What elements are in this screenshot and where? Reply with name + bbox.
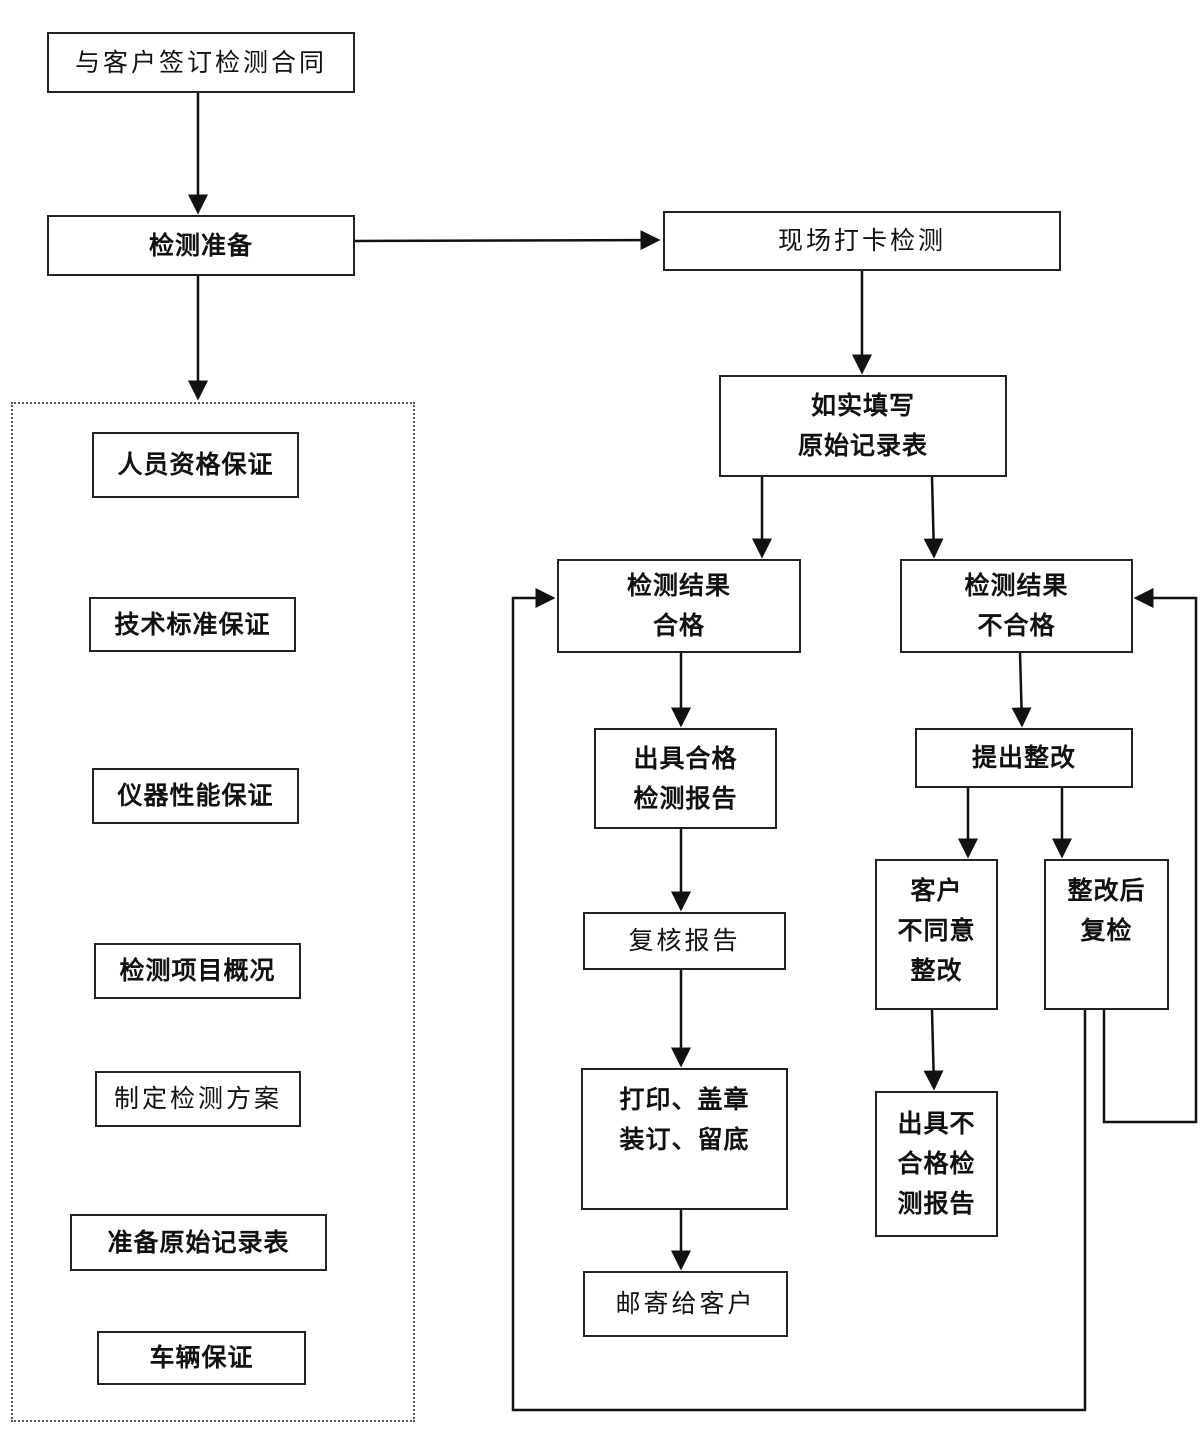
node-fail-line-1: 检测结果 — [964, 571, 1069, 600]
prep-item-plan: 制定检测方案 — [95, 1071, 301, 1127]
node-fail: 检测结果 不合格 — [900, 559, 1133, 653]
node-fail-report-line-2: 合格检 — [897, 1149, 976, 1178]
node-review-label: 复核报告 — [628, 926, 741, 955]
node-print-line-1: 打印、盖章 — [619, 1085, 750, 1114]
node-pass-line-1: 检测结果 — [626, 571, 731, 600]
prep-item-instruments: 仪器性能保证 — [92, 768, 299, 824]
node-record-line-1: 如实填写 — [810, 391, 915, 420]
prep-item-label: 检测项目概况 — [119, 956, 276, 985]
arrow-fail-to-rectify — [1011, 652, 1032, 728]
node-disagree-line-1: 客户 — [910, 876, 963, 905]
node-rectify-label: 提出整改 — [971, 743, 1076, 772]
node-onsite: 现场打卡检测 — [663, 211, 1061, 271]
node-onsite-label: 现场打卡检测 — [777, 226, 946, 255]
node-mail-label: 邮寄给客户 — [615, 1289, 756, 1318]
node-recheck-line-2: 复检 — [1080, 916, 1133, 945]
prep-item-label: 人员资格保证 — [117, 450, 274, 479]
arrow-recheck-to-pass — [511, 588, 1087, 1412]
prep-item-record-forms: 准备原始记录表 — [70, 1214, 327, 1271]
node-contract-label: 与客户签订检测合同 — [74, 47, 327, 77]
node-disagree-line-2: 不同意 — [897, 916, 976, 945]
node-record: 如实填写 原始记录表 — [719, 375, 1007, 477]
node-print-line-2: 装订、留底 — [619, 1125, 750, 1154]
node-prepare: 检测准备 — [47, 215, 355, 276]
node-disagree: 客户 不同意 整改 — [875, 859, 998, 1010]
prep-item-vehicles: 车辆保证 — [97, 1331, 306, 1385]
node-disagree-line-3: 整改 — [910, 956, 963, 985]
arrow-disagree-to-report — [923, 1009, 944, 1091]
preparation-group — [11, 402, 415, 1422]
node-pass-report-line-2: 检测报告 — [633, 783, 738, 813]
arrow-prepare-to-onsite — [354, 230, 661, 251]
prep-item-label: 仪器性能保证 — [117, 781, 274, 810]
node-prepare-label: 检测准备 — [148, 230, 253, 260]
prep-item-personnel: 人员资格保证 — [92, 432, 299, 498]
node-pass: 检测结果 合格 — [557, 559, 801, 653]
node-recheck: 整改后 复检 — [1044, 859, 1169, 1010]
prep-item-label: 准备原始记录表 — [107, 1227, 290, 1257]
node-fail-line-2: 不合格 — [977, 611, 1056, 640]
node-rectify: 提出整改 — [915, 728, 1133, 788]
node-fail-report: 出具不 合格检 测报告 — [875, 1091, 998, 1237]
prep-item-overview: 检测项目概况 — [94, 943, 301, 999]
node-mail: 邮寄给客户 — [583, 1271, 788, 1337]
node-pass-report: 出具合格 检测报告 — [594, 728, 777, 829]
node-record-line-2: 原始记录表 — [797, 431, 928, 460]
prep-item-label: 车辆保证 — [149, 1343, 254, 1372]
prep-item-label: 制定检测方案 — [113, 1084, 282, 1113]
node-pass-line-2: 合格 — [652, 611, 705, 640]
node-print: 打印、盖章 装订、留底 — [581, 1068, 788, 1210]
node-fail-report-line-1: 出具不 — [897, 1109, 976, 1138]
arrow-record-to-fail — [923, 476, 944, 559]
node-contract: 与客户签订检测合同 — [47, 32, 355, 93]
arrow-recheck-to-fail — [1102, 588, 1198, 1124]
node-fail-report-line-3: 测报告 — [897, 1189, 976, 1218]
node-review: 复核报告 — [583, 912, 786, 970]
prep-item-standards: 技术标准保证 — [89, 597, 296, 652]
node-pass-report-line-1: 出具合格 — [633, 743, 738, 773]
node-recheck-line-1: 整改后 — [1067, 876, 1146, 905]
prep-item-label: 技术标准保证 — [114, 609, 271, 639]
